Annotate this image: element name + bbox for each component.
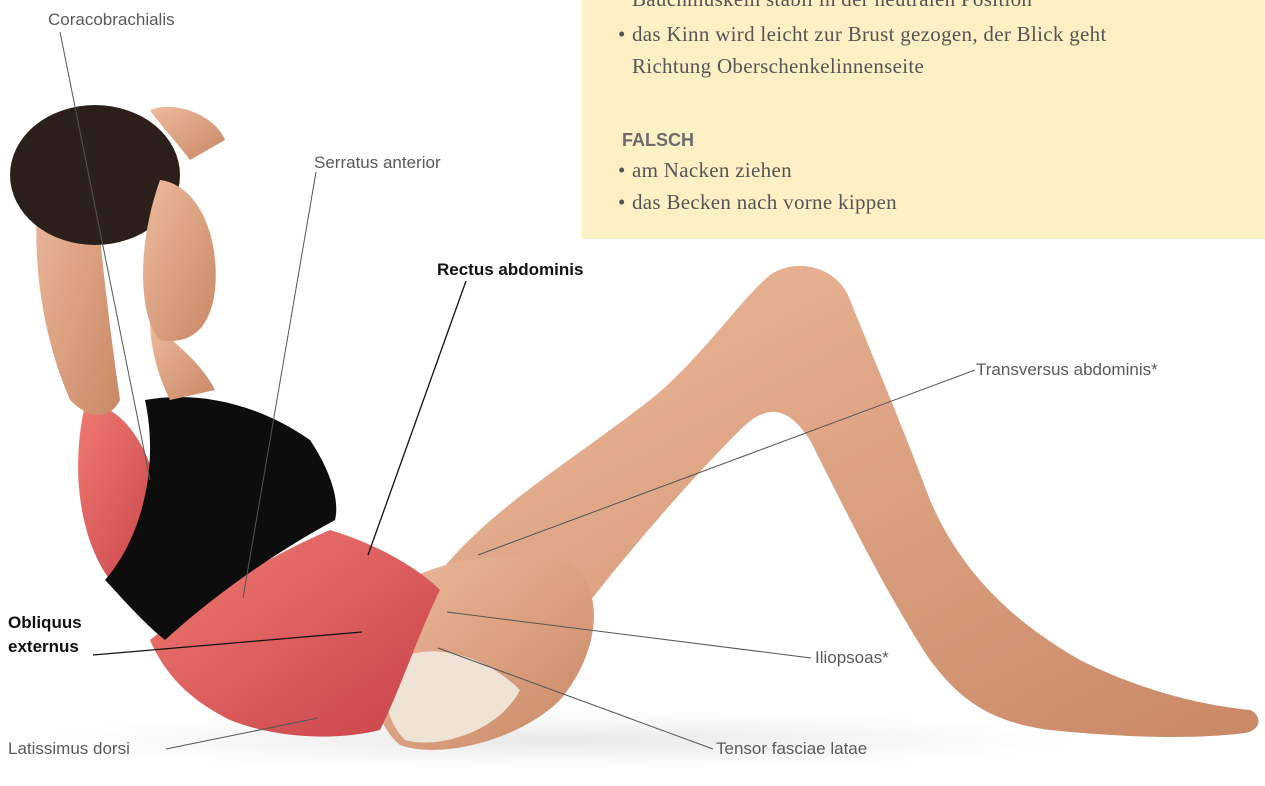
falsch-heading: FALSCH: [622, 130, 694, 151]
wrong-item: •das Becken nach vorne kippen: [618, 190, 897, 215]
label-obliquus-externus-line1: Obliquus: [8, 613, 82, 633]
floor-shadow: [40, 710, 1080, 770]
note-line: Richtung Oberschenkelinnenseite: [632, 54, 924, 79]
label-obliquus-externus-line2: externus: [8, 637, 79, 657]
face-shape: [143, 180, 216, 341]
note-line: Bauchmuskeln stabil in der neutralen Pos…: [632, 0, 1032, 12]
label-rectus-abdominis: Rectus abdominis: [437, 260, 583, 280]
label-tensor-fasciae-latae: Tensor fasciae latae: [716, 739, 867, 759]
label-iliopsoas: Iliopsoas*: [815, 648, 889, 668]
label-latissimus-dorsi: Latissimus dorsi: [8, 739, 130, 759]
label-serratus-anterior: Serratus anterior: [314, 153, 441, 173]
wrong-item: •am Nacken ziehen: [618, 158, 792, 183]
label-coracobrachialis: Coracobrachialis: [48, 10, 175, 30]
note-line: •das Kinn wird leicht zur Brust gezogen,…: [618, 22, 1107, 47]
label-transversus-abdominis: Transversus abdominis*: [976, 360, 1158, 380]
